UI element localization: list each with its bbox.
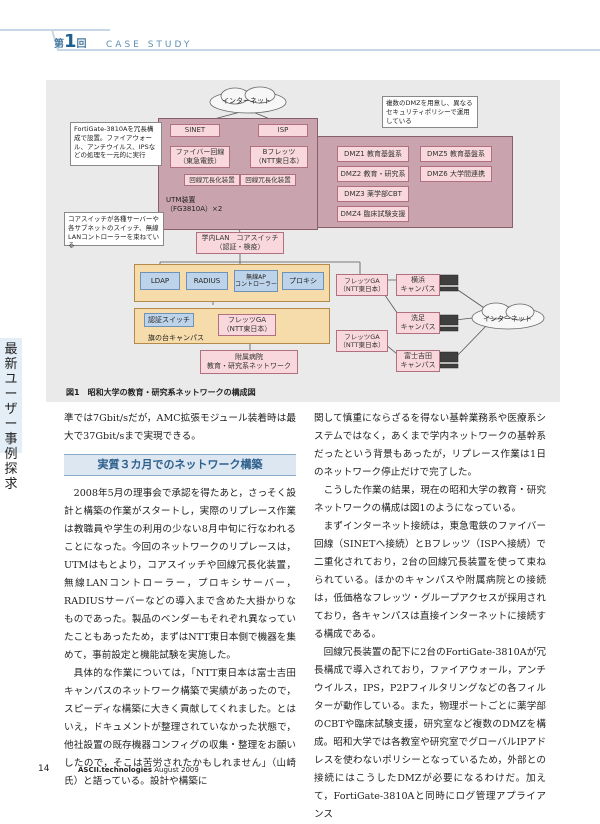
dmz-4: DMZ4 臨床試験支援 bbox=[337, 206, 409, 222]
fletsga-right-1: フレッツGA （NTT東日本） bbox=[336, 274, 388, 296]
cloud-icon bbox=[471, 302, 545, 330]
paragraph: 関して慎重にならざるを得ない基幹業務系や医療系システムではなく，あくまで学内ネッ… bbox=[314, 413, 546, 478]
dmz-3: DMZ3 薬学部CBT bbox=[337, 186, 409, 202]
dmz-2: DMZ2 教育・研究系 bbox=[337, 166, 409, 182]
cloud-icon bbox=[209, 86, 287, 114]
utm-label: UTM装置 （FG3810A）×2 bbox=[166, 196, 223, 214]
senzoku-campus: 洗足 キャンパス bbox=[396, 312, 440, 334]
sidebar-label: 最新ユーザー事例探求 bbox=[4, 342, 18, 492]
wlan-controller: 無線AP コントローラー bbox=[234, 270, 278, 292]
paragraph: 回線冗長装置の配下に2台のFortiGate-3810Aが冗長構成で導入されてお… bbox=[314, 647, 546, 820]
internet-label-right: インターネット bbox=[483, 315, 532, 323]
callout-core-switch: コアスイッチが各種サーバーや各サブネットのスイッチ、無線LANコントローラーを束… bbox=[64, 212, 164, 249]
paragraph: 具体的な作業については，「NTT東日本は富士吉田キャンパスのネットワーク構築で実… bbox=[64, 668, 296, 787]
dmz-1: DMZ1 教育基盤系 bbox=[337, 146, 409, 162]
proxy-server: プロキシ bbox=[282, 272, 324, 290]
header-band bbox=[0, 29, 600, 51]
isp-node: ISP bbox=[258, 124, 308, 137]
paragraph: 2008年5月の理事会で承認を得たあと，さっそく設計と構築の作業がスタートし，実… bbox=[64, 488, 296, 661]
section-heading: 実質３カ月でのネットワーク構築 bbox=[64, 454, 296, 476]
sidebar-band bbox=[0, 338, 22, 453]
callout-dmz: 複数のDMZを用意し、異なるセキュリティポリシーで運用している bbox=[382, 96, 478, 128]
dmz-6: DMZ6 大学間連携 bbox=[420, 166, 492, 182]
callout-fortigate: FortiGate-3810Aを冗長構成で設置。ファイアウォール、アンチウイルス… bbox=[70, 122, 162, 166]
figure-caption: 図1 昭和大学の教育・研究系ネットワークの構成図 bbox=[66, 388, 256, 397]
hospital-network: 附属病院 教育・研究系ネットワーク bbox=[200, 350, 298, 374]
ldap-server: LDAP bbox=[140, 272, 180, 290]
sinet-node: SINET bbox=[170, 124, 220, 137]
fletsga-right-2: フレッツGA （NTT東日本） bbox=[336, 330, 388, 352]
paragraph: まずインターネット接続は，東急電鉄のファイバー回線（SINETへ接続）とBフレッ… bbox=[314, 521, 546, 640]
redundant-device-2: 回線冗長化装置 bbox=[240, 174, 296, 186]
issue-date: August 2009 bbox=[154, 766, 199, 774]
paragraph: こうした作業の結果，現在の昭和大学の教育・研究ネットワークの構成は図1のようにな… bbox=[314, 485, 546, 514]
magazine-name: ASCII.technologies bbox=[78, 766, 153, 774]
radius-server: RADIUS bbox=[186, 272, 228, 290]
hatanodai-label: 旗の台キャンパス bbox=[148, 334, 204, 342]
series-number: 第1回 bbox=[54, 31, 87, 52]
paragraph: 準では7Gbit/sだが，AMC拡張モジュール装着時は最大で37Gbit/sまで… bbox=[64, 413, 296, 442]
page-number: 14 bbox=[38, 764, 50, 774]
dmz-5: DMZ5 教育基盤系 bbox=[420, 146, 492, 162]
right-column: 関して慎重にならざるを得ない基幹業務系や医療系システムではなく，あくまで学内ネッ… bbox=[314, 410, 546, 824]
fujiyoshida-campus: 富士吉田 キャンパス bbox=[396, 350, 440, 372]
yokohama-campus: 横浜 キャンパス bbox=[396, 274, 440, 296]
fiber-line: ファイバー回線 （東急電鉄） bbox=[170, 146, 230, 168]
internet-label-top: インターネット bbox=[222, 97, 271, 105]
redundant-device-1: 回線冗長化装置 bbox=[184, 174, 240, 186]
series-title: CASE STUDY bbox=[106, 40, 193, 50]
footer-magazine: ASCII.technologies August 2009 bbox=[78, 766, 199, 774]
auth-switch: 認証スイッチ bbox=[144, 313, 194, 327]
core-switch: 学内LAN コアスイッチ （認証・検疫） bbox=[196, 232, 284, 254]
left-column: 準では7Gbit/sだが，AMC拡張モジュール装着時は最大で37Gbit/sまで… bbox=[64, 410, 296, 791]
fletsga-center: フレッツGA （NTT東日本） bbox=[218, 314, 276, 336]
bflets-line: Bフレッツ （NTT東日本） bbox=[250, 146, 308, 168]
